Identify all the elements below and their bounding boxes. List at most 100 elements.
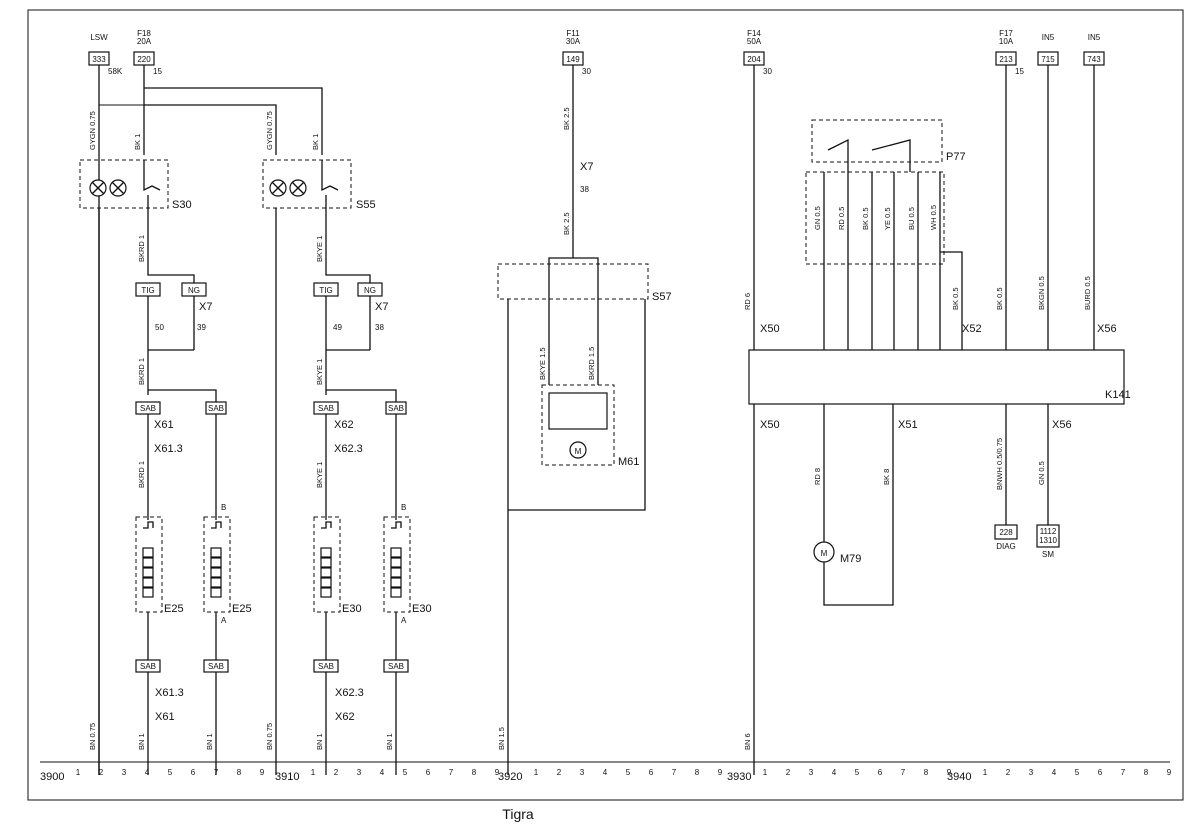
pin: A bbox=[221, 616, 227, 625]
wire bbox=[291, 181, 305, 195]
fuse-pin: 15 bbox=[1015, 67, 1024, 76]
ruler-digit: 2 bbox=[786, 768, 791, 777]
fuse-label: 10A bbox=[999, 37, 1014, 46]
switch-box-s30 bbox=[79, 159, 169, 209]
ruler-digit: 8 bbox=[695, 768, 700, 777]
heater-coil bbox=[320, 577, 332, 588]
component-label-k141: K141 bbox=[1105, 389, 1131, 401]
heater-coil bbox=[390, 567, 402, 578]
component-label: E30 bbox=[412, 603, 432, 615]
connector-x62-3: X62.3 bbox=[334, 443, 363, 455]
wire-label: BN 6 bbox=[743, 733, 752, 750]
wire bbox=[508, 299, 646, 511]
fuse-number: 213 bbox=[999, 55, 1013, 64]
component-label: E25 bbox=[164, 603, 184, 615]
pin: 39 bbox=[197, 323, 206, 332]
wire-label: RD 6 bbox=[743, 293, 752, 310]
ruler-digit: 3 bbox=[580, 768, 585, 777]
motor-box-m61 bbox=[541, 384, 615, 466]
wire-label: BK 0.5 bbox=[995, 287, 1004, 310]
component-label-s57: S57 bbox=[652, 291, 672, 303]
circuit-labels: LSW33358KF1820A22015F1130A14930F1450A204… bbox=[40, 29, 1172, 783]
ruler-digit: 1 bbox=[311, 768, 316, 777]
fuse-label: F11 bbox=[566, 29, 580, 38]
wire bbox=[326, 389, 397, 402]
component-label-s30: S30 bbox=[172, 199, 192, 211]
wire-label: BKRD 1.5 bbox=[587, 347, 596, 380]
sab-label: SAB bbox=[208, 662, 224, 671]
wire-label: BK 2.5 bbox=[562, 107, 571, 130]
ruler-digit: 7 bbox=[214, 768, 219, 777]
component-label: E25 bbox=[232, 603, 252, 615]
ruler-section-number: 3930 bbox=[727, 771, 751, 783]
fuse-label: LSW bbox=[90, 33, 108, 42]
ruler-digit: 1 bbox=[76, 768, 81, 777]
pin: A bbox=[401, 616, 407, 625]
wire-label: BK 8 bbox=[882, 469, 891, 485]
wire-label: BN 1 bbox=[205, 733, 214, 750]
component-label-m79: M79 bbox=[840, 553, 861, 565]
ruler-digit: 3 bbox=[809, 768, 814, 777]
ruler-digit: 2 bbox=[557, 768, 562, 777]
motor-symbol: M bbox=[575, 447, 582, 456]
fuse-number: 220 bbox=[137, 55, 151, 64]
ruler-digit: 2 bbox=[334, 768, 339, 777]
ruler-digit: 3 bbox=[357, 768, 362, 777]
wire-label: BU 0.5 bbox=[907, 207, 916, 230]
fuse-number: 149 bbox=[566, 55, 580, 64]
heater-coil bbox=[142, 577, 154, 588]
wire bbox=[144, 87, 323, 155]
wire-label: BKYE 1 bbox=[315, 462, 324, 488]
thermostat-icon bbox=[321, 521, 332, 529]
ruler-digit: 3 bbox=[1029, 768, 1034, 777]
wire bbox=[148, 389, 217, 402]
sab-label: SAB bbox=[208, 404, 224, 413]
ruler-section-number: 3920 bbox=[498, 771, 522, 783]
connector-x52: X52 bbox=[962, 323, 982, 335]
ng-label: NG bbox=[188, 286, 200, 295]
wire-label: BK 0.5 bbox=[861, 207, 870, 230]
wire bbox=[940, 251, 963, 350]
ruler-digit: 1 bbox=[983, 768, 988, 777]
switch-contact bbox=[143, 160, 161, 192]
ruler-section-number: 3910 bbox=[275, 771, 299, 783]
fuse-label: F18 bbox=[137, 29, 151, 38]
switch-box-s57 bbox=[497, 263, 649, 300]
ruler-digit: 7 bbox=[1121, 768, 1126, 777]
ruler-digit: 7 bbox=[901, 768, 906, 777]
ruler-digit: 6 bbox=[426, 768, 431, 777]
heater-box bbox=[313, 516, 341, 613]
motor-symbol: M bbox=[821, 549, 828, 558]
component-label: E30 bbox=[342, 603, 362, 615]
fuse-label: 50A bbox=[747, 37, 762, 46]
diagram-caption: Tigra bbox=[502, 806, 534, 822]
wire-label: BURD 0.5 bbox=[1083, 276, 1092, 310]
wire bbox=[573, 257, 599, 290]
thermostat-icon bbox=[391, 521, 402, 529]
component-label-s55: S55 bbox=[356, 199, 376, 211]
tig-label: TIG bbox=[141, 286, 154, 295]
ruler-section-number: 3900 bbox=[40, 771, 64, 783]
ruler-section-number: 3940 bbox=[947, 771, 971, 783]
ruler-digit: 4 bbox=[145, 768, 150, 777]
connector-x61-3: X61.3 bbox=[155, 687, 184, 699]
connector-x61: X61 bbox=[155, 711, 175, 723]
wire bbox=[325, 260, 371, 285]
heater-coil bbox=[320, 547, 332, 558]
wire bbox=[144, 104, 277, 155]
thermostat-icon bbox=[143, 521, 154, 529]
heater-box bbox=[203, 516, 231, 613]
ruler-digit: 5 bbox=[626, 768, 631, 777]
heater-coil bbox=[390, 577, 402, 588]
ruler-digit: 4 bbox=[1052, 768, 1057, 777]
wire-label: BNWH 0.5/0.75 bbox=[995, 438, 1004, 490]
connector-x50: X50 bbox=[760, 419, 780, 431]
sensor-box-p77 bbox=[811, 119, 943, 163]
wire bbox=[548, 257, 573, 290]
fuse-label: F17 bbox=[999, 29, 1013, 38]
wire-label: RD 0.5 bbox=[837, 207, 846, 230]
fuse-pin: 58K bbox=[108, 67, 123, 76]
sab-label: SAB bbox=[318, 662, 334, 671]
ruler-digit: 9 bbox=[947, 768, 952, 777]
